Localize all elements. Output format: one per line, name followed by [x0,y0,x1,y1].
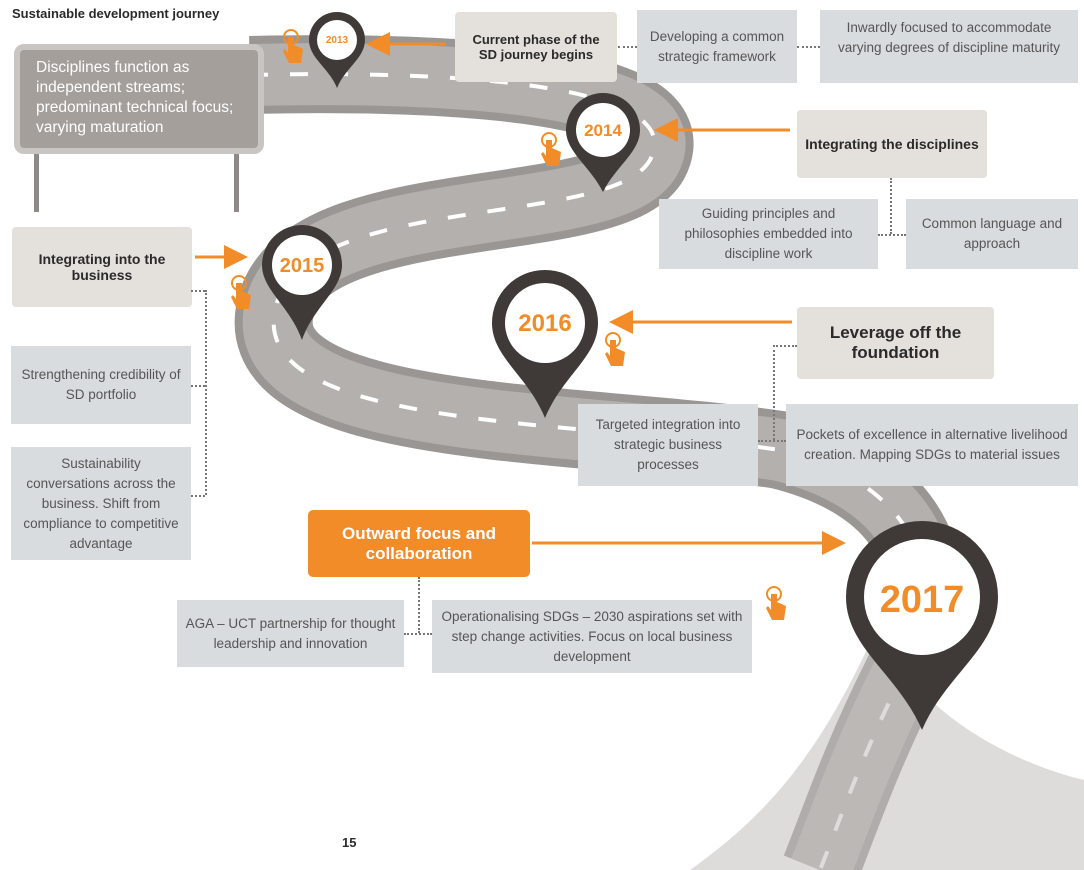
tap-hand-icon [605,332,625,366]
tap-hand-icon [766,586,786,620]
page-number: 15 [342,835,357,850]
connector-line [191,290,205,292]
phase-leverage-foundation: Leverage off the foundation [797,307,994,379]
connector-line [758,440,786,442]
connector-line [205,290,207,495]
year-2015-label: 2015 [280,255,325,277]
detail-common-language: Common language and approach [906,199,1078,269]
map-pin-icon [309,12,365,88]
detail-targeted-integration: Targeted integration into strategic busi… [578,404,758,486]
map-pin-icon [492,270,598,418]
connector-line [404,633,432,635]
connector-line [773,345,775,440]
map-pin-icon [566,93,640,192]
page-title: Sustainable development journey [12,6,220,21]
connector-line [191,385,205,387]
detail-inwardly-focused: Inwardly focused to accommodate varying … [820,10,1078,83]
detail-operationalising-sdgs: Operationalising SDGs – 2030 aspirations… [432,600,752,673]
billboard-post [234,150,239,212]
billboard-sign: Disciplines function as independent stre… [14,44,264,154]
detail-pockets-excellence: Pockets of excellence in alternative liv… [786,404,1078,486]
phase-integrating-disciplines: Integrating the disciplines [797,110,987,178]
connector-line [797,46,820,48]
tap-hand-icon [231,275,251,309]
detail-strengthening-credibility: Strengthening credibility of SD portfoli… [11,346,191,424]
tap-hand-icon [541,132,561,166]
phase-integrating-business: Integrating into the business [12,227,192,307]
year-2016-label: 2016 [518,310,571,337]
map-pin-icon [846,521,998,730]
phase-current: Current phase of the SD journey begins [455,12,617,82]
detail-aga-uct: AGA – UCT partnership for thought leader… [177,600,404,667]
connector-line [878,234,906,236]
connector-line [773,345,797,347]
map-pin-icon [262,225,342,340]
phase-outward-focus: Outward focus and collaboration [308,510,530,577]
detail-common-framework: Developing a common strategic framework [637,10,797,83]
billboard-post [34,150,39,212]
year-2013-label: 2013 [326,35,349,46]
connector-line [890,178,892,234]
year-2014-label: 2014 [584,121,622,140]
connector-line [191,495,205,497]
tap-hand-icon [283,29,303,63]
detail-guiding-principles: Guiding principles and philosophies embe… [659,199,878,269]
connector-line [418,577,420,633]
connector-line [618,46,637,48]
year-2017-label: 2017 [880,579,965,621]
detail-sustainability-conversations: Sustainability conversations across the … [11,447,191,560]
